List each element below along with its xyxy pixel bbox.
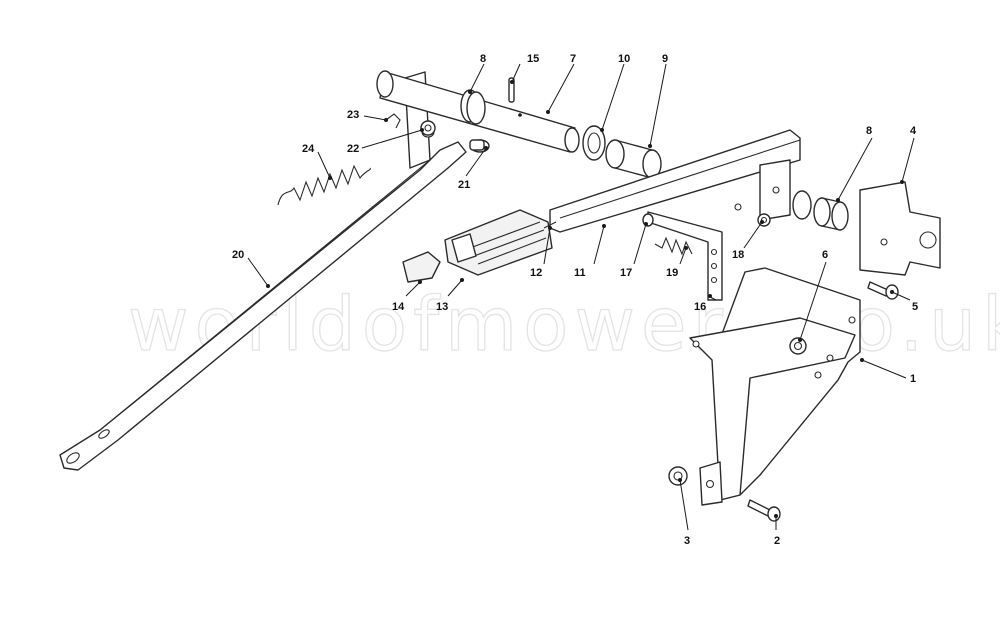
callout-9: 9 (662, 53, 668, 65)
part-24-spring (277, 164, 371, 206)
callout-6: 6 (822, 249, 828, 261)
part-12-bolt (543, 221, 557, 229)
part-8-collar-upper (460, 89, 486, 125)
watermark: worldofmowers.co.uk (128, 282, 1000, 368)
part-1-mount-bracket (689, 267, 861, 506)
callout-8-upper: 8 (480, 53, 486, 65)
callout-10: 10 (618, 53, 630, 65)
callout-12: 12 (530, 267, 542, 279)
leader-lines (247, 63, 915, 531)
callout-18: 18 (732, 249, 744, 261)
callout-13: 13 (436, 301, 448, 313)
part-21-bolt (469, 139, 490, 153)
callout-19: 19 (666, 267, 678, 279)
callout-20: 20 (232, 249, 244, 261)
callout-labels: 8 15 7 10 9 23 22 24 21 20 12 11 17 19 1… (232, 53, 918, 547)
callout-16: 16 (694, 301, 706, 313)
part-6-nut (789, 337, 807, 355)
part-9-bushing (605, 139, 662, 179)
callout-2: 2 (774, 535, 780, 547)
part-2-bolt (747, 499, 781, 522)
part-18-washer (757, 213, 771, 227)
callout-4: 4 (910, 125, 917, 137)
part-13-foot-grip (444, 209, 553, 276)
part-23-clip (385, 113, 401, 129)
part-14-cap (402, 251, 441, 283)
callout-1: 1 (910, 373, 916, 385)
callout-11: 11 (574, 267, 586, 279)
part-8-collar-lower (792, 190, 849, 231)
part-19-spring (654, 236, 693, 256)
callout-3: 3 (684, 535, 690, 547)
part-10-washer (582, 125, 606, 161)
part-4-side-bracket (859, 181, 941, 276)
callout-23: 23 (347, 109, 359, 121)
part-22-nut (420, 120, 436, 136)
callout-21: 21 (458, 179, 470, 191)
callout-17: 17 (620, 267, 632, 279)
part-3-nut (668, 466, 688, 486)
callout-14: 14 (392, 301, 405, 313)
part-15-pin (508, 77, 515, 103)
callout-8-lower: 8 (866, 125, 872, 137)
callout-5: 5 (912, 301, 918, 313)
callout-24: 24 (302, 143, 315, 155)
callout-22: 22 (347, 143, 359, 155)
callout-7: 7 (570, 53, 576, 65)
part-11-main-bar (549, 129, 801, 233)
callout-15: 15 (527, 53, 539, 65)
